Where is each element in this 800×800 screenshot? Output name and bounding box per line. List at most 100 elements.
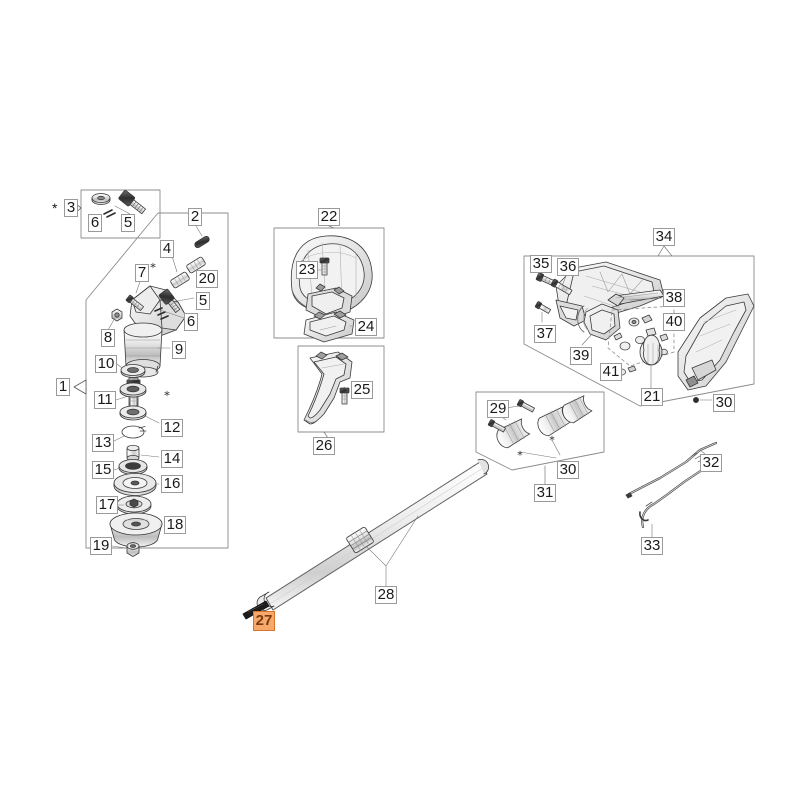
part-callout-39[interactable]: 39 — [570, 347, 592, 365]
part-6-pins-main — [154, 307, 169, 320]
leader-12 — [144, 415, 160, 424]
part-callout-18[interactable]: 18 — [164, 516, 186, 534]
part-callout-41[interactable]: 41 — [600, 363, 622, 381]
panel-40-dashed — [607, 305, 675, 367]
part-5-bolt-main — [158, 288, 181, 313]
part-15-seal — [118, 459, 148, 475]
part-callout-25[interactable]: 25 — [351, 381, 373, 399]
part-callout-7[interactable]: 7 — [135, 264, 149, 282]
part-callout-23[interactable]: 23 — [296, 261, 318, 279]
part-callout-28[interactable]: 28 — [375, 586, 397, 604]
part-16-cup — [113, 473, 157, 496]
leader-34 — [657, 245, 673, 257]
part-12-bearing — [119, 405, 147, 421]
part-callout-6[interactable]: 6 — [184, 313, 198, 331]
leader-30a — [519, 439, 561, 459]
leader-22 — [328, 225, 335, 229]
part-callout-37[interactable]: 37 — [534, 325, 556, 343]
part-32-rod — [625, 441, 718, 499]
part-5-bolt-inset — [103, 190, 146, 218]
part-callout-5[interactable]: 5 — [196, 292, 210, 310]
part-callout-35[interactable]: 35 — [530, 255, 552, 273]
part-callout-20[interactable]: 20 — [196, 270, 218, 288]
part-37-screw — [534, 301, 552, 314]
leader-25 — [343, 386, 349, 391]
leader-10 — [116, 363, 123, 369]
part-9-gearhead-housing — [123, 285, 187, 378]
panel-lower-handle — [297, 345, 385, 433]
part-callout-22[interactable]: 22 — [318, 208, 340, 226]
part-callout-24[interactable]: 24 — [355, 318, 377, 336]
part-callout-33[interactable]: 33 — [641, 537, 663, 555]
leader-2 — [195, 225, 203, 237]
part-callout-21[interactable]: 21 — [641, 388, 663, 406]
leader-13 — [113, 435, 125, 442]
panel-seal-kit — [80, 189, 161, 239]
leader-6b — [159, 309, 185, 319]
part-callout-6[interactable]: 6 — [88, 214, 102, 232]
part-10-bearing — [120, 364, 146, 378]
part-14-spacer — [126, 444, 140, 461]
part-callout-40[interactable]: 40 — [663, 313, 685, 331]
part-callout-15[interactable]: 15 — [92, 461, 114, 479]
part-callout-27[interactable]: 27 — [253, 611, 275, 631]
part-callout-13[interactable]: 13 — [92, 434, 114, 452]
leader-39 — [581, 333, 593, 346]
part-7-screw — [125, 294, 144, 311]
panel-gearhead — [85, 212, 229, 549]
part-callout-31[interactable]: 31 — [534, 484, 556, 502]
part-10b-bearing — [119, 382, 147, 398]
part-2-pin — [194, 235, 210, 249]
leader-4 — [171, 255, 178, 273]
part-36-screw — [550, 278, 573, 296]
part-callout-17[interactable]: 17 — [96, 496, 118, 514]
leaderline-inset — [114, 205, 131, 215]
leader-8 — [107, 317, 116, 331]
panel-housing — [523, 255, 755, 407]
part-21-cap — [639, 334, 663, 366]
asterisk-marker-3: * — [52, 200, 58, 216]
leader-32 — [699, 449, 706, 455]
part-callout-5[interactable]: 5 — [121, 214, 135, 232]
part-callout-34[interactable]: 34 — [653, 228, 675, 246]
part-callout-2[interactable]: 2 — [188, 208, 202, 226]
part-callout-9[interactable]: 9 — [172, 341, 186, 359]
asterisk-marks — [150, 262, 170, 397]
part-callout-30[interactable]: 30 — [557, 461, 579, 479]
leader-28 — [365, 515, 419, 587]
part-callout-29[interactable]: 29 — [487, 400, 509, 418]
part-callout-26[interactable]: 26 — [313, 437, 335, 455]
part-17-plate — [116, 495, 152, 515]
part-callout-38[interactable]: 38 — [663, 289, 685, 307]
part-callout-10[interactable]: 10 — [95, 355, 117, 373]
part-callout-11[interactable]: 11 — [94, 391, 116, 409]
part-callout-3[interactable]: 3 — [64, 199, 78, 217]
part-30-collar-c — [562, 395, 593, 424]
part-25-screw — [339, 387, 350, 405]
part-callout-30[interactable]: 30 — [713, 394, 735, 412]
part-33-rod — [639, 468, 704, 529]
part-18-cap — [109, 512, 163, 548]
leader-15 — [113, 467, 121, 471]
part-22-handle-shell — [290, 235, 373, 321]
part-callout-19[interactable]: 19 — [90, 537, 112, 555]
leader-14 — [140, 454, 160, 458]
part-27-cable-end — [242, 600, 270, 620]
part-callout-12[interactable]: 12 — [161, 419, 183, 437]
part-callout-1[interactable]: 1 — [56, 378, 70, 396]
part-callout-16[interactable]: 16 — [161, 475, 183, 493]
leader-36 — [561, 275, 567, 287]
part-6-washer-inset — [91, 193, 111, 205]
part-8-nut — [111, 308, 123, 322]
leader-1 — [73, 379, 87, 395]
part-24-clamp-half — [303, 310, 355, 343]
part-39-bracket — [577, 303, 621, 341]
part-callout-8[interactable]: 8 — [101, 329, 115, 347]
part-callout-36[interactable]: 36 — [557, 258, 579, 276]
leader-11 — [115, 395, 129, 401]
part-callout-14[interactable]: 14 — [161, 450, 183, 468]
part-callout-4[interactable]: 4 — [160, 240, 174, 258]
part-callout-32[interactable]: 32 — [700, 454, 722, 472]
